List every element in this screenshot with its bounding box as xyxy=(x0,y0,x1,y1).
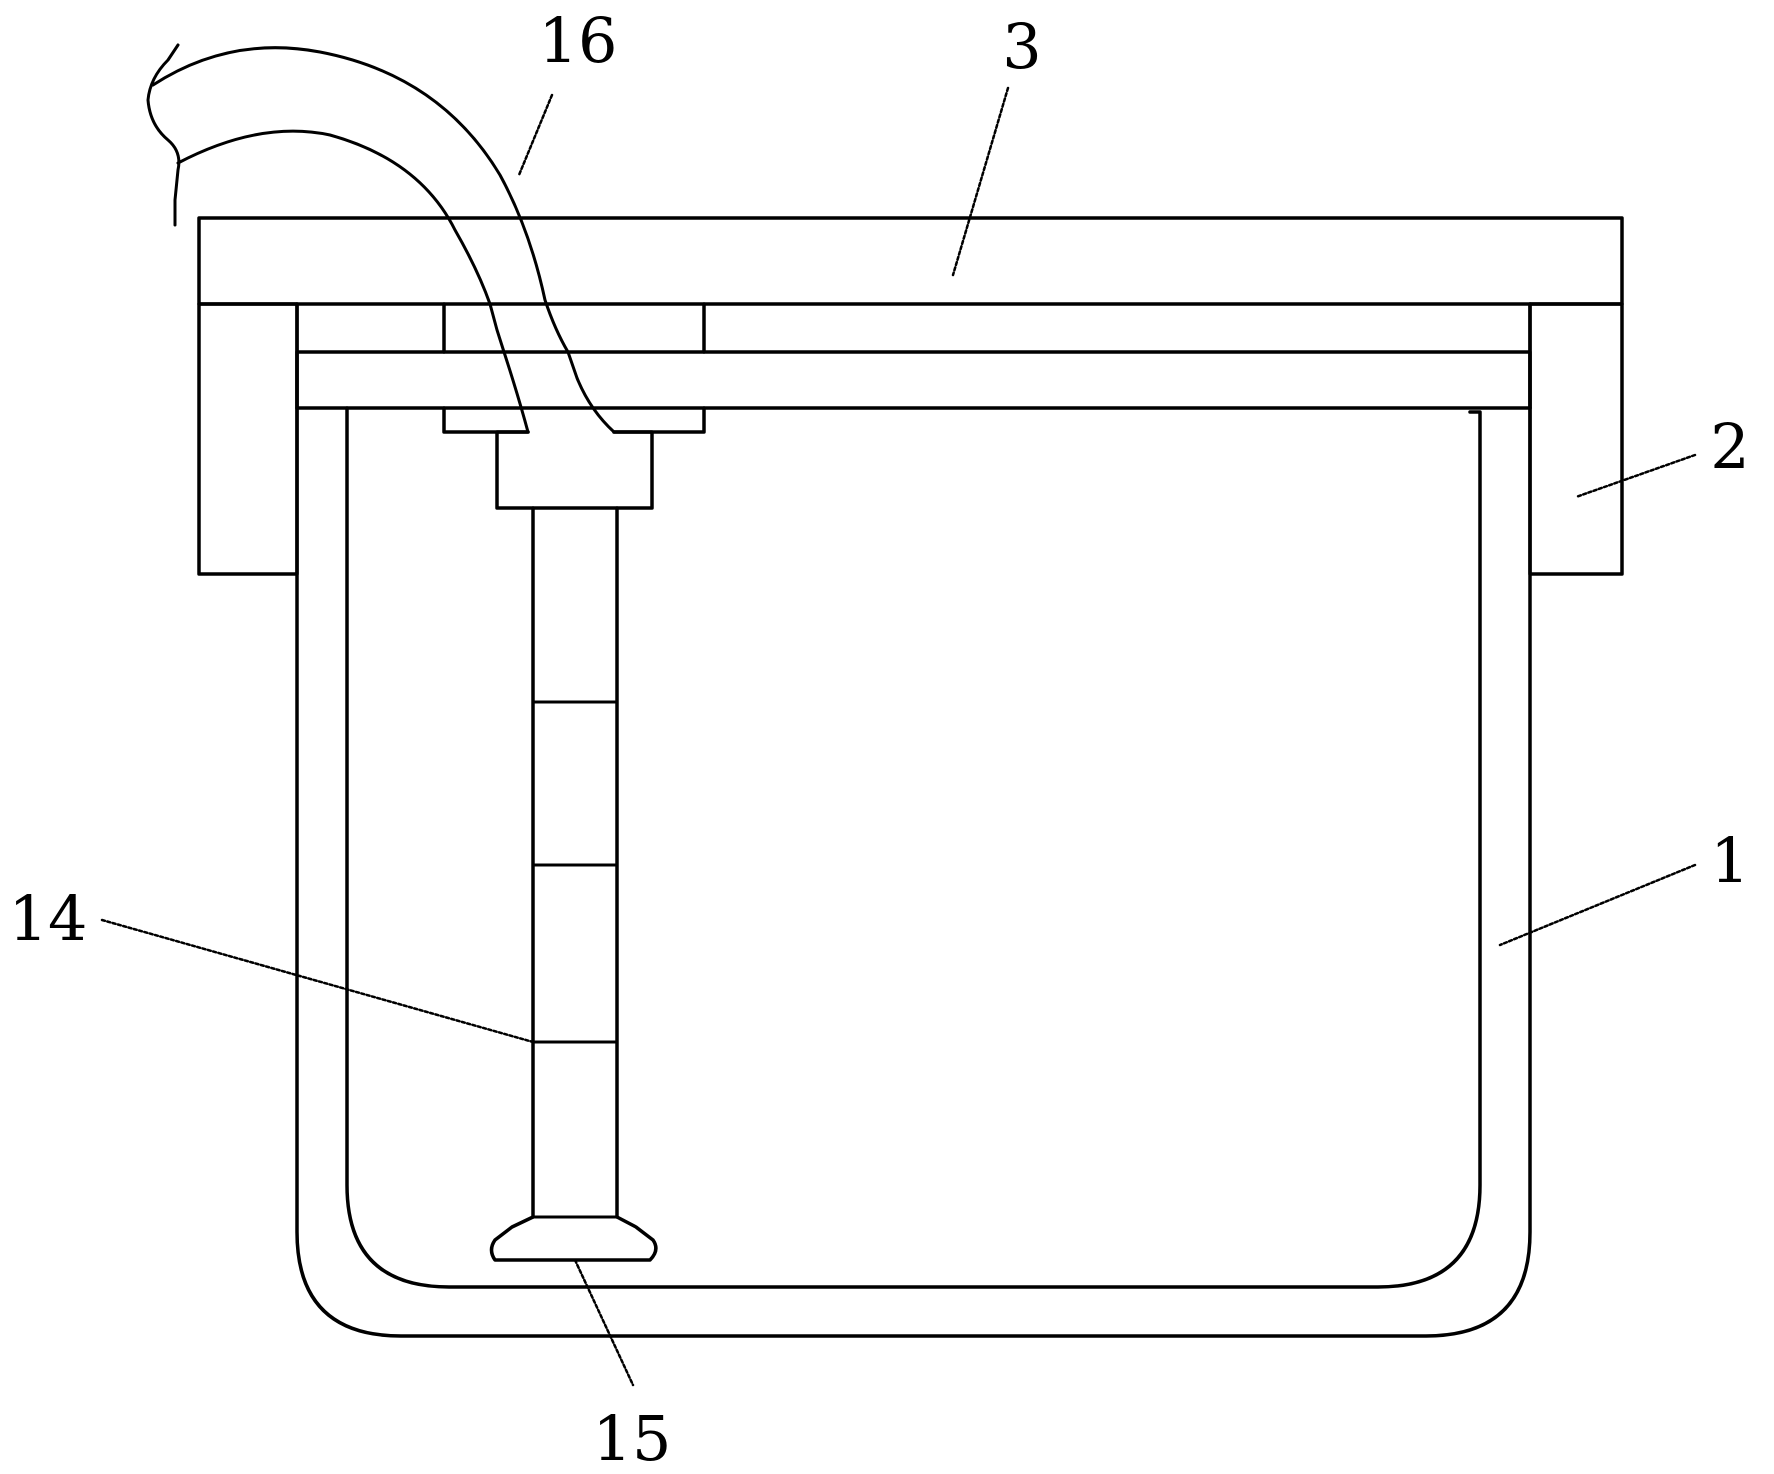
container-inner-wall xyxy=(345,406,1482,1289)
label-14: 14 xyxy=(9,882,88,955)
hose-outer xyxy=(151,46,616,434)
hose-inner xyxy=(176,129,530,434)
left-side-bracket xyxy=(197,302,299,576)
leader-3 xyxy=(951,86,1010,277)
top-cover-plate xyxy=(197,216,1624,306)
nozzle-head xyxy=(489,1215,658,1262)
right-side-bracket xyxy=(1528,302,1624,576)
mounting-block-lower xyxy=(442,406,706,434)
leader-2 xyxy=(1574,453,1697,499)
label-3: 3 xyxy=(1002,10,1041,83)
label-16: 16 xyxy=(539,4,618,77)
label-2: 2 xyxy=(1710,410,1749,483)
sleeve xyxy=(495,430,654,510)
hose-cut-end xyxy=(146,43,181,227)
label-15: 15 xyxy=(593,1402,672,1474)
label-1: 1 xyxy=(1710,824,1749,897)
mounting-block-upper xyxy=(442,302,706,354)
leader-14 xyxy=(100,918,535,1044)
crossbar xyxy=(295,350,1532,410)
leader-16 xyxy=(517,93,554,177)
leader-1 xyxy=(1498,863,1697,947)
leader-15 xyxy=(573,1258,635,1387)
container-outer-wall xyxy=(295,406,1532,1338)
